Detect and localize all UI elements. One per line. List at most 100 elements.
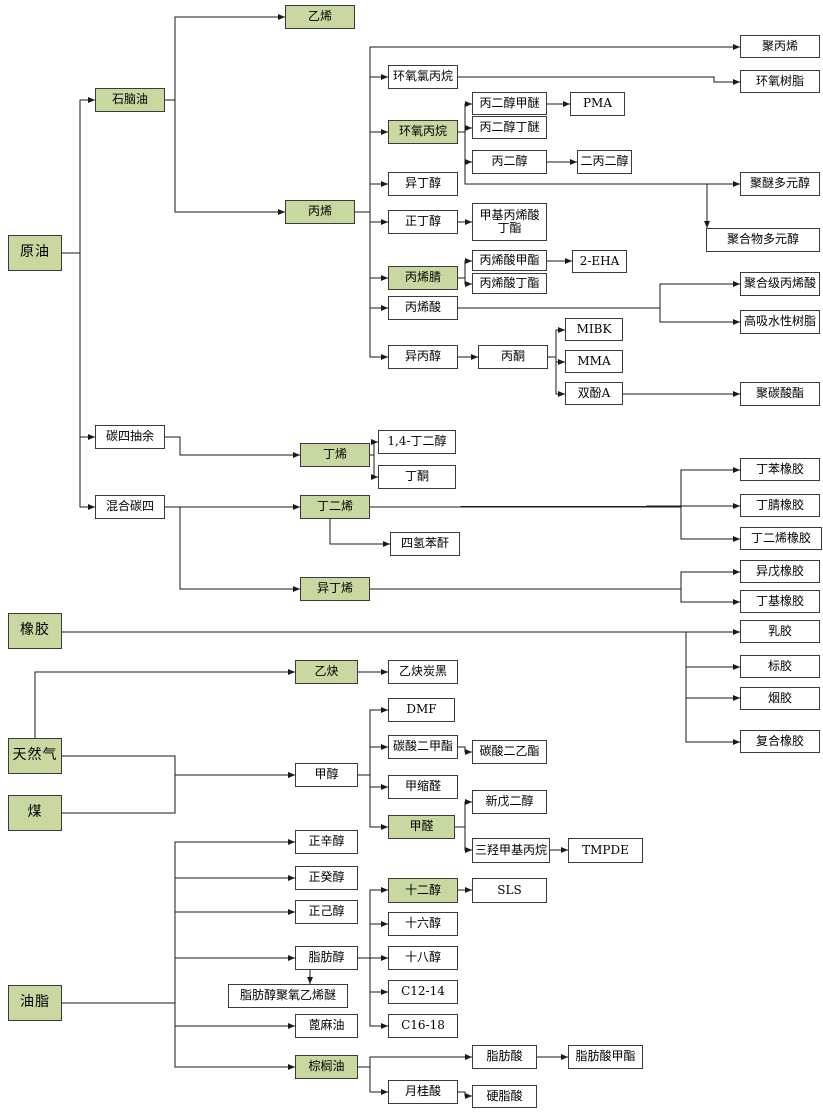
- node-bdo: 1,4-丁二醇: [378, 430, 456, 454]
- node-lauryl-alcohol: 十二醇: [388, 878, 458, 903]
- edge-propylene-to-n-butanol: [355, 211, 388, 225]
- node-natural-gas: 天然气: [8, 738, 62, 774]
- edge-acrylic-acid-to-sap: [458, 307, 740, 325]
- node-stearyl-alcohol: 十八醇: [388, 946, 458, 970]
- node-latex: 乳胶: [740, 620, 820, 643]
- edge-lauric-acid-to-stearic-acid: [458, 1091, 472, 1099]
- edge-methanol-to-dmc: [358, 744, 388, 776]
- edge-oils-to-n-octanol: [62, 839, 295, 1004]
- edge-acetone-to-mibk: [548, 327, 565, 358]
- node-naphtha: 石脑油: [95, 88, 165, 112]
- node-methyl-acrylate: 丙烯酸甲酯: [472, 250, 547, 271]
- edge-epichlorohydrin-to-epoxy-resin: [458, 76, 740, 85]
- edge-propylene-oxide-to-polymer-polyol: [465, 183, 710, 228]
- edge-dmc-to-dec: [458, 746, 472, 755]
- node-castor-oil: 蓖麻油: [295, 1014, 358, 1038]
- node-acrylic-acid: 丙烯酸: [388, 296, 458, 320]
- node-dmf: DMF: [388, 698, 455, 722]
- node-propylene-glycol: 丙二醇: [472, 150, 547, 174]
- node-mixed-c4: 混合碳四: [95, 495, 165, 519]
- node-isobutanol: 异丁醇: [388, 172, 458, 196]
- edge-oils-to-palm-oil: [62, 1002, 295, 1070]
- node-sls: SLS: [472, 878, 547, 903]
- node-oils: 油脂: [8, 985, 62, 1021]
- node-acetylene-black: 乙炔炭黑: [388, 660, 458, 684]
- node-butene: 丁烯: [300, 443, 370, 467]
- edge-isobutylene-to-ir: [370, 569, 740, 590]
- node-sbr: 丁苯橡胶: [740, 458, 820, 481]
- edge-coal-to-methanol: [62, 772, 295, 814]
- node-n-hexanol: 正己醇: [295, 900, 358, 924]
- edge-crude-oil-to-c4-raffinate: [62, 252, 95, 440]
- edge-fatty-alcohol-to-c16-18: [358, 957, 388, 1029]
- edge-formaldehyde-to-npg: [455, 799, 472, 828]
- node-rss: 烟胶: [740, 687, 820, 710]
- node-acetylene: 乙炔: [295, 660, 358, 684]
- node-n-butanol: 正丁醇: [388, 210, 458, 234]
- edge-propylene-to-acrylic-acid: [355, 211, 388, 311]
- node-crude-oil: 原油: [8, 235, 62, 271]
- node-fame: 脂肪酸甲酯: [568, 1045, 643, 1069]
- node-n-octanol: 正辛醇: [295, 830, 358, 854]
- edge-propylene-to-isobutanol: [355, 181, 388, 213]
- edge-palm-oil-to-lauric-acid: [358, 1066, 388, 1095]
- node-compound-rubber: 复合橡胶: [740, 730, 820, 753]
- edge-propylene-to-isopropanol: [355, 211, 388, 360]
- node-npg: 新戊二醇: [472, 790, 547, 814]
- node-polyether-polyol: 聚醚多元醇: [740, 172, 820, 196]
- node-br: 丁二烯橡胶: [740, 527, 822, 550]
- node-mibk: MIBK: [565, 318, 623, 341]
- edge-fatty-alcohol-to-cetyl-alcohol: [358, 921, 388, 959]
- node-eha: 2-EHA: [572, 250, 627, 273]
- node-epoxy-resin: 环氧树脂: [740, 70, 820, 93]
- node-butadiene: 丁二烯: [300, 495, 370, 519]
- node-propylene-oxide: 环氧丙烷: [388, 120, 458, 144]
- node-butyl-methacrylate: 甲基丙烯酸丁酯: [472, 203, 547, 241]
- node-polymer-grade-acrylic-acid: 聚合级丙烯酸: [740, 272, 820, 296]
- edge-methanol-to-methylal: [358, 774, 388, 790]
- edge-acetone-to-bisphenol-a: [548, 356, 565, 397]
- node-ethylene: 乙烯: [285, 5, 355, 29]
- node-tmp: 三羟甲基丙烷: [472, 838, 550, 863]
- node-acetone: 丙酮: [478, 345, 548, 369]
- edge-mixed-c4-to-isobutylene: [165, 506, 300, 592]
- node-ir: 异戊橡胶: [740, 560, 820, 583]
- node-dec: 碳酸二乙酯: [472, 740, 547, 764]
- node-dmc: 碳酸二甲酯: [388, 735, 458, 759]
- edge-butene-to-bdo: [370, 439, 378, 456]
- edge-crude-oil-to-naphtha: [62, 97, 95, 254]
- node-pnb-ether: 丙二醇丁醚: [472, 116, 547, 139]
- node-methylal: 甲缩醛: [388, 775, 458, 799]
- edge-fatty-alcohol-to-c12-14: [358, 957, 388, 995]
- edge-natural-gas-to-methanol: [62, 755, 295, 778]
- node-dipropylene-glycol: 二丙二醇: [577, 150, 632, 174]
- node-sap: 高吸水性树脂: [740, 310, 820, 334]
- edge-propylene-oxide-to-pnb-ether: [458, 125, 472, 133]
- node-iir: 丁基橡胶: [740, 590, 820, 613]
- node-rubber: 橡胶: [8, 613, 62, 649]
- node-propylene: 丙烯: [285, 200, 355, 224]
- edge-propylene-to-propylene-oxide: [355, 129, 388, 213]
- node-pma: PMA: [570, 92, 625, 116]
- node-pm-ether: 丙二醇甲醚: [472, 92, 547, 115]
- node-c16-18: C16-18: [388, 1014, 458, 1038]
- edge-isobutylene-to-iir: [370, 588, 740, 605]
- edge-naphtha-to-propylene: [165, 99, 285, 215]
- edge-propylene-to-epichlorohydrin: [355, 74, 388, 213]
- node-nbr: 丁腈橡胶: [740, 494, 820, 517]
- edge-butadiene-to-br: [370, 506, 740, 542]
- edge-crude-oil-to-mixed-c4: [62, 252, 95, 510]
- node-lauric-acid: 月桂酸: [388, 1080, 458, 1104]
- node-butyl-acrylate: 丙烯酸丁酯: [472, 273, 547, 294]
- node-acrylonitrile: 丙烯腈: [388, 266, 458, 290]
- edge-formaldehyde-to-tmp: [455, 826, 472, 853]
- node-c12-14: C12-14: [388, 980, 458, 1004]
- edge-butadiene-to-thpa: [329, 519, 390, 547]
- edge-acrylonitrile-to-butyl-acrylate: [458, 277, 472, 287]
- node-mek: 丁酮: [378, 465, 456, 489]
- node-epichlorohydrin: 环氧氯丙烷: [388, 65, 458, 89]
- node-fatty-acid: 脂肪酸: [472, 1045, 537, 1069]
- node-polypropylene: 聚丙烯: [740, 35, 820, 58]
